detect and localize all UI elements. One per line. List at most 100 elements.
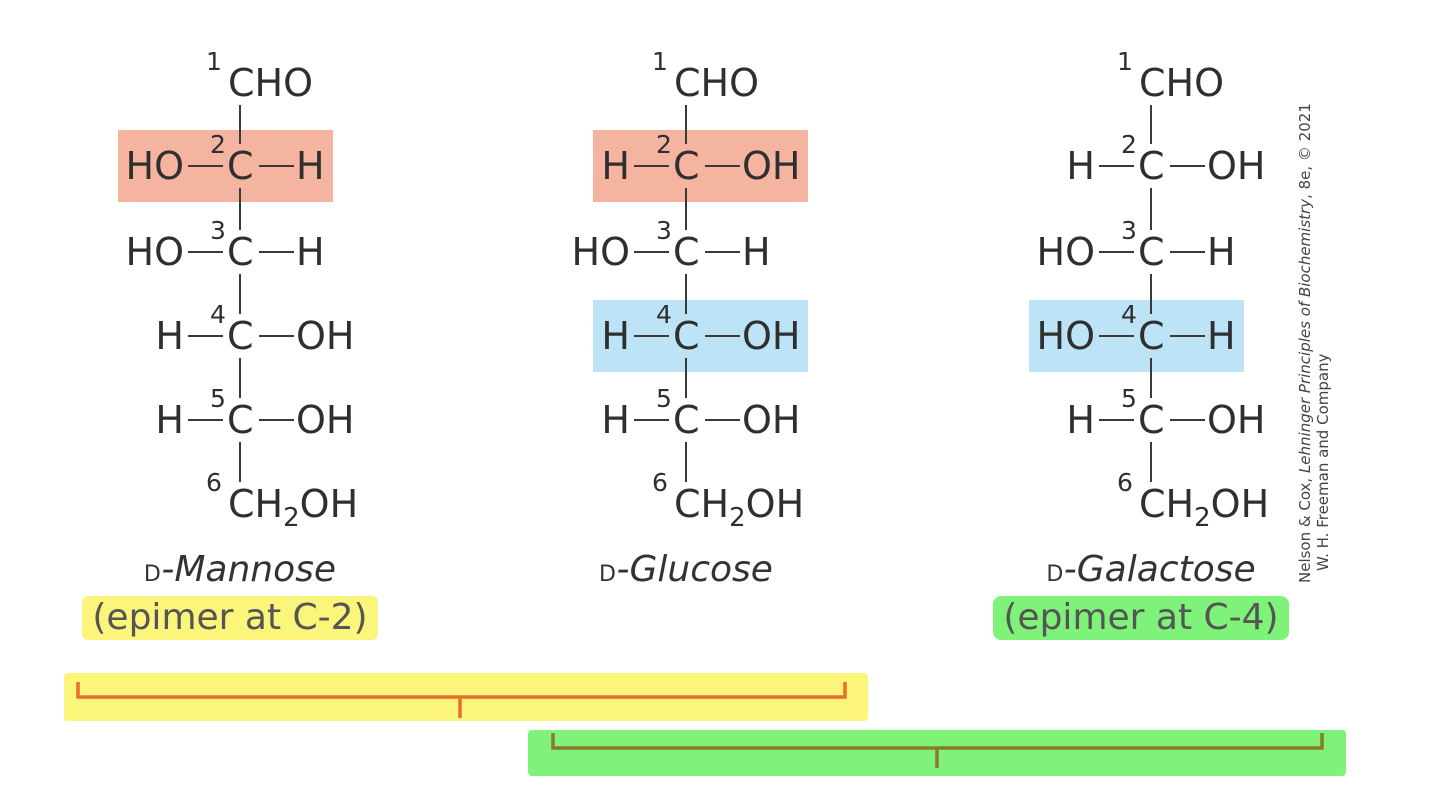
- glucose-subscript: 2: [729, 503, 746, 533]
- glucose-c6-group: CH2OH: [674, 482, 805, 533]
- galactose-c2-left-bond: [1099, 165, 1134, 167]
- mannose-epimer-note: (epimer at C-2): [82, 596, 378, 640]
- mannose-c5-left-substituent: H: [155, 398, 184, 442]
- mannose-c3-right-bond: [259, 251, 294, 253]
- galactose-c4-atom: C: [1138, 314, 1165, 358]
- galactose-c3-left-substituent: HO: [1036, 230, 1095, 274]
- galactose-name-text: -Galactose: [1063, 549, 1256, 590]
- galactose-c1-group: CHO: [1139, 61, 1225, 105]
- galactose-subscript: 2: [1194, 503, 1211, 533]
- glucose-c2-atom: C: [673, 144, 700, 188]
- mannose-glucose-bracket: [76, 682, 847, 718]
- galactose-c5-right-bond: [1170, 419, 1205, 421]
- glucose-c3-left-substituent: HO: [571, 230, 630, 274]
- glucose-name-prefix: D: [599, 562, 617, 587]
- mannose-c5-left-bond: [188, 419, 223, 421]
- galactose-c2-right-bond: [1170, 165, 1205, 167]
- mannose-c2-left-bond: [188, 165, 223, 167]
- mannose-c6-group: CH2OH: [228, 482, 358, 533]
- galactose-c2-right-substituent: OH: [1207, 144, 1266, 188]
- mannose-c2-right-substituent: H: [296, 144, 325, 188]
- mannose-subscript: 2: [283, 503, 300, 533]
- galactose-epimer-note: (epimer at C-4): [993, 596, 1289, 640]
- glucose-bond-c1-c2: [685, 105, 687, 144]
- mannose-c4-left-substituent: H: [155, 314, 184, 358]
- galactose-name-prefix: D: [1046, 562, 1064, 587]
- galactose-carbon-number-6: 6: [1117, 468, 1133, 497]
- glucose-c4-atom: C: [673, 314, 700, 358]
- galactose-name: D-Galactose: [1046, 550, 1255, 595]
- mannose-bond-c4-c5: [239, 358, 241, 398]
- mannose-carbon-number-1: 1: [206, 47, 222, 76]
- mannose-c3-left-bond: [188, 251, 223, 253]
- mannose-bond-c3-c4: [239, 274, 241, 314]
- galactose-c4-right-bond: [1170, 335, 1205, 337]
- galactose-c5-left-substituent: H: [1066, 398, 1095, 442]
- mannose-name-text: -Mannose: [161, 549, 337, 590]
- glucose-c2-left-substituent: H: [601, 144, 630, 188]
- glucose-c4-left-substituent: H: [601, 314, 630, 358]
- mannose-c4-atom: C: [227, 314, 254, 358]
- glucose-bond-c2-c3: [685, 188, 687, 230]
- galactose-c5-right-substituent: OH: [1207, 398, 1266, 442]
- mannose-name: D-Mannose: [144, 550, 336, 595]
- mannose-name-prefix: D: [143, 562, 162, 587]
- mannose-c4-right-substituent: OH: [296, 314, 355, 358]
- glucose-carbon-number-3: 3: [656, 216, 672, 245]
- mannose-c4-right-bond: [259, 335, 294, 337]
- mannose-carbon-number-5: 5: [210, 384, 226, 413]
- mannose-bond-c2-c3: [239, 188, 241, 230]
- glucose-c1-group: CHO: [674, 61, 760, 105]
- glucose-carbon-number-6: 6: [652, 468, 668, 497]
- credit-line-2: W. H. Freeman and Company: [1314, 353, 1332, 571]
- galactose-c2-atom: C: [1138, 144, 1165, 188]
- mannose-c3-right-substituent: H: [296, 230, 325, 274]
- mannose-ch-text: CH: [228, 482, 284, 526]
- mannose-c4-left-bond: [188, 335, 223, 337]
- mannose-c1-group: CHO: [228, 61, 314, 105]
- glucose-c4-left-bond: [634, 335, 669, 337]
- glucose-galactose-bracket: [551, 733, 1324, 768]
- glucose-carbon-number-1: 1: [652, 47, 668, 76]
- galactose-bond-c1-c2: [1150, 105, 1152, 144]
- mannose-c5-right-substituent: OH: [296, 398, 355, 442]
- galactose-carbon-number-4: 4: [1121, 300, 1137, 329]
- mannose-c2-left-substituent: HO: [125, 144, 184, 188]
- glucose-bond-c5-c6: [685, 442, 687, 482]
- galactose-c6-group: CH2OH: [1139, 482, 1270, 533]
- glucose-oh-text: OH: [745, 482, 805, 526]
- galactose-ch-text: CH: [1139, 482, 1195, 526]
- galactose-c2-left-substituent: H: [1066, 144, 1095, 188]
- glucose-carbon-number-5: 5: [656, 384, 672, 413]
- glucose-carbon-number-2: 2: [656, 130, 672, 159]
- galactose-oh-text: OH: [1210, 482, 1270, 526]
- galactose-c4-left-bond: [1099, 335, 1134, 337]
- mannose-carbon-number-4: 4: [210, 300, 226, 329]
- galactose-carbon-number-3: 3: [1121, 216, 1137, 245]
- credit-line-1: Nelson & Cox, Lehninger Principles of Bi…: [1296, 103, 1314, 583]
- galactose-bond-c5-c6: [1150, 442, 1152, 482]
- glucose-ch-text: CH: [674, 482, 730, 526]
- galactose-bond-c3-c4: [1150, 274, 1152, 314]
- glucose-carbon-number-4: 4: [656, 300, 672, 329]
- glucose-c5-right-substituent: OH: [742, 398, 801, 442]
- galactose-c4-right-substituent: H: [1207, 314, 1236, 358]
- mannose-bond-c1-c2: [239, 105, 241, 144]
- glucose-c4-right-substituent: OH: [742, 314, 801, 358]
- glucose-name: D-Glucose: [599, 550, 773, 595]
- mannose-c2-right-bond: [259, 165, 294, 167]
- glucose-c3-atom: C: [673, 230, 700, 274]
- glucose-c2-right-bond: [705, 165, 740, 167]
- mannose-carbon-number-3: 3: [210, 216, 226, 245]
- glucose-c4-highlight: [593, 300, 809, 372]
- galactose-c4-left-substituent: HO: [1036, 314, 1095, 358]
- glucose-c5-right-bond: [705, 419, 740, 421]
- glucose-c4-right-bond: [705, 335, 740, 337]
- copyright-credit: Nelson & Cox, Lehninger Principles of Bi…: [1296, 23, 1332, 583]
- glucose-c2-right-substituent: OH: [742, 144, 801, 188]
- mannose-c2-highlight: [117, 130, 333, 202]
- mannose-carbon-number-2: 2: [210, 130, 226, 159]
- mannose-c3-atom: C: [227, 230, 254, 274]
- glucose-c5-atom: C: [673, 398, 700, 442]
